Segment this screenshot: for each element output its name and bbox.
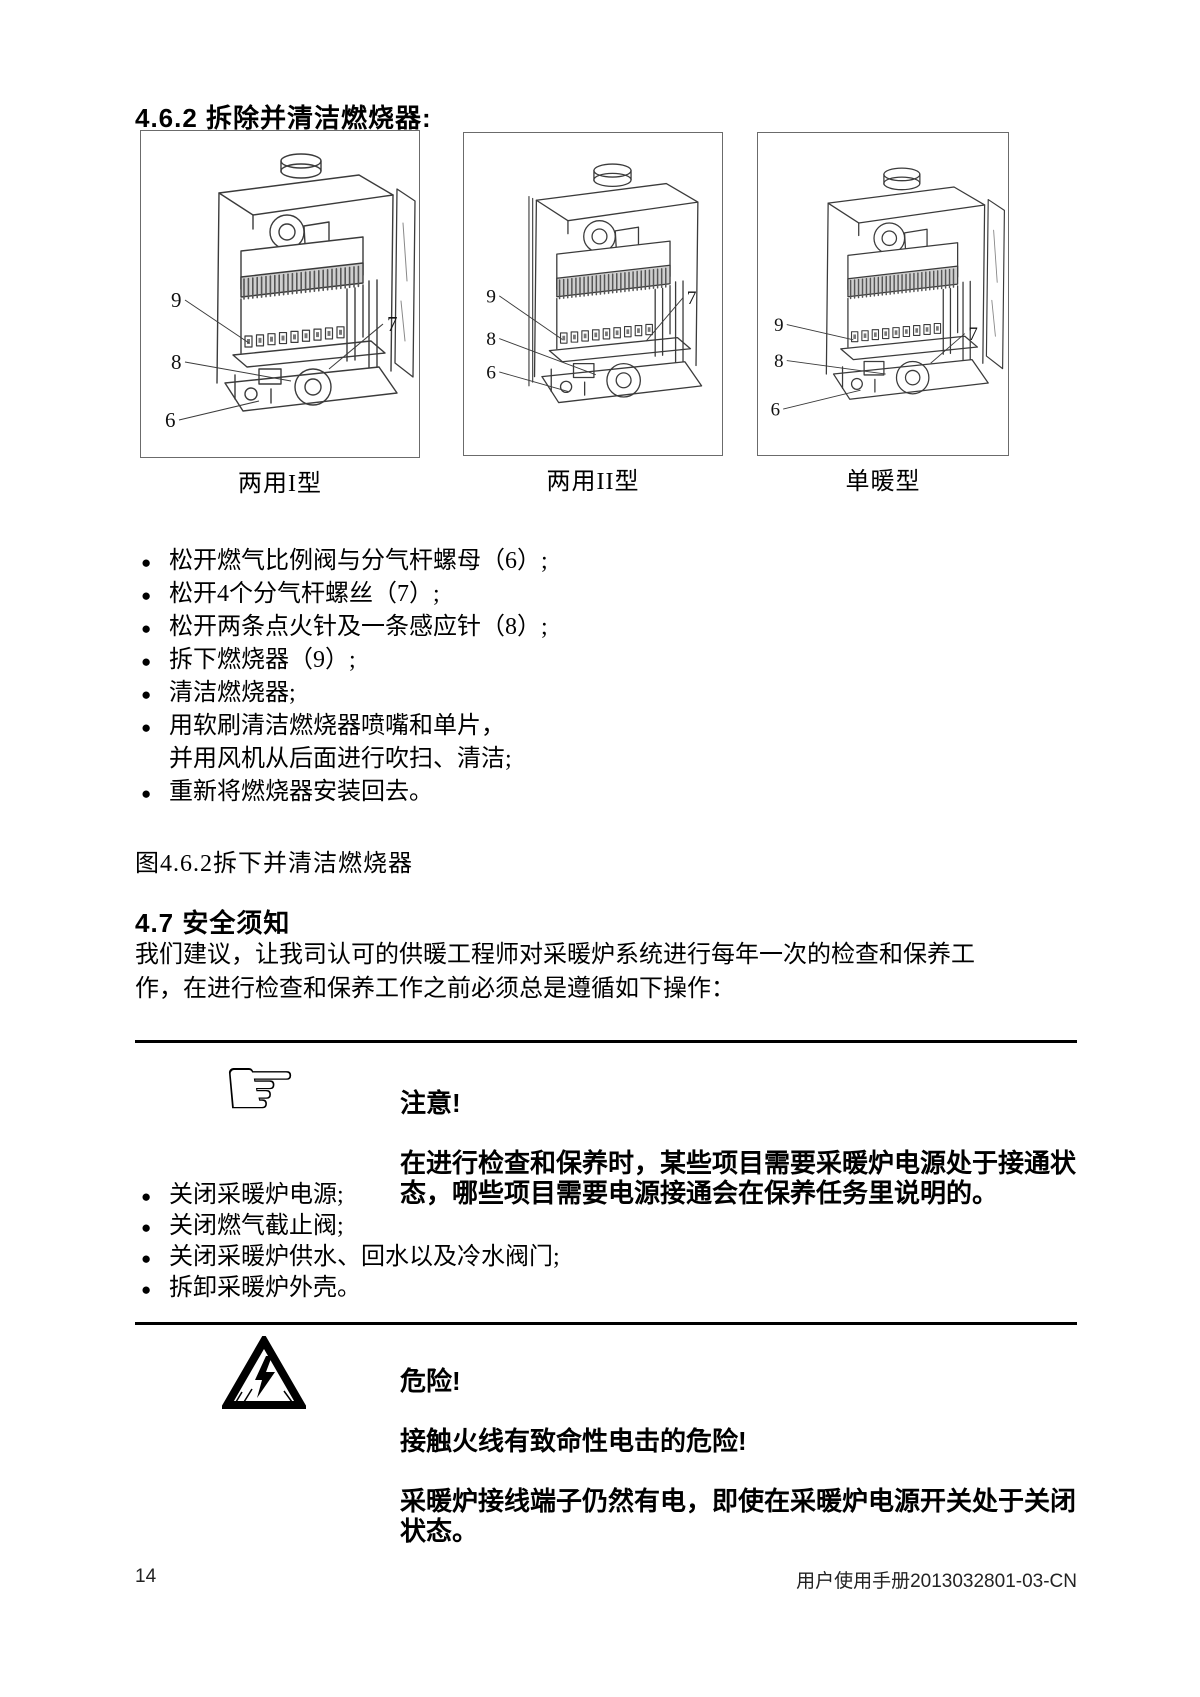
callout-label: 9 [774,315,783,336]
boiler-figure: 9 8 6 7 两用I型 [140,130,420,497]
figure-label: 两用II型 [546,469,640,495]
figure-label: 两用I型 [238,471,322,497]
step-item: 松开4个分气杆螺丝（7）; [141,578,781,612]
callout-label: 6 [771,399,780,420]
divider-top-notice [135,1040,1077,1043]
callout-label: 9 [171,288,182,312]
section-title-462: 4.6.2 拆除并清洁燃烧器: [135,103,432,133]
pointing-hand-icon: ☞ [221,1038,299,1138]
callout-label: 8 [774,351,783,372]
section47-intro: 我们建议，让我司认可的供暖工程师对采暖炉系统进行每年一次的检查和保养工 作，在进… [135,942,975,1002]
callout-label: 8 [171,350,182,374]
burner-steps-list: 松开燃气比例阀与分气杆螺母（6）;松开4个分气杆螺丝（7）;松开两条点火针及一条… [141,545,781,810]
callout-label: 8 [486,329,496,350]
callout-label: 9 [486,286,496,307]
callout-label: 7 [387,312,398,336]
step-item: 重新将燃烧器安装回去。 [141,776,781,810]
step-item: 用软刷清洁燃烧器喷嘴和单片， 并用风机从后面进行吹扫、清洁; [141,710,781,776]
section-title-47: 4.7 安全须知 [135,908,291,938]
figure-caption: 图4.6.2拆下并清洁燃烧器 [135,851,413,877]
danger-line2: 采暖炉接线端子仍然有电，即使在采暖炉电源开关处于关闭 状态。 [400,1486,1077,1546]
danger-title: 危险! [400,1366,461,1396]
precaution-item: 关闭燃气截止阀; [141,1211,781,1243]
divider-top-danger [135,1322,1077,1325]
boiler-line-drawing: 9 8 6 7 [771,167,1005,420]
callout-label: 6 [486,362,496,383]
doc-id: 用户使用手册2013032801-03-CN [796,1571,1077,1592]
precaution-item: 关闭采暖炉供水、回水以及冷水阀门; [141,1242,781,1274]
page-number: 14 [135,1566,157,1587]
step-item: 松开两条点火针及一条感应针（8）; [141,611,781,645]
callout-label: 6 [165,408,176,432]
step-item: 松开燃气比例阀与分气杆螺母（6）; [141,545,781,579]
high-voltage-warning-icon [220,1333,308,1415]
precaution-item: 拆卸采暖炉外壳。 [141,1273,781,1305]
boiler-figure: 9 8 6 7 单暖型 [757,132,1009,495]
boiler-line-drawing: 9 8 6 7 [486,163,703,404]
figure-label: 单暖型 [845,469,921,495]
boiler-line-drawing: 9 8 6 7 [165,153,416,432]
notice-title: 注意! [400,1088,461,1118]
danger-line1: 接触火线有致命性电击的危险! [400,1426,747,1456]
step-item: 清洁燃烧器; [141,677,781,711]
precaution-item: 关闭采暖炉电源; [141,1180,781,1212]
danger-box: 危险! 接触火线有致命性电击的危险! 采暖炉接线端子仍然有电，即使在采暖炉电源开… [400,1336,1090,1576]
boiler-figure: 9 8 6 7 两用II型 [463,132,723,495]
callout-label: 7 [687,288,697,309]
callout-label: 7 [968,324,977,345]
step-item: 拆下燃烧器（9）; [141,644,781,678]
precautions-list: 关闭采暖炉电源;关闭燃气截止阀;关闭采暖炉供水、回水以及冷水阀门;拆卸采暖炉外壳… [141,1180,781,1305]
